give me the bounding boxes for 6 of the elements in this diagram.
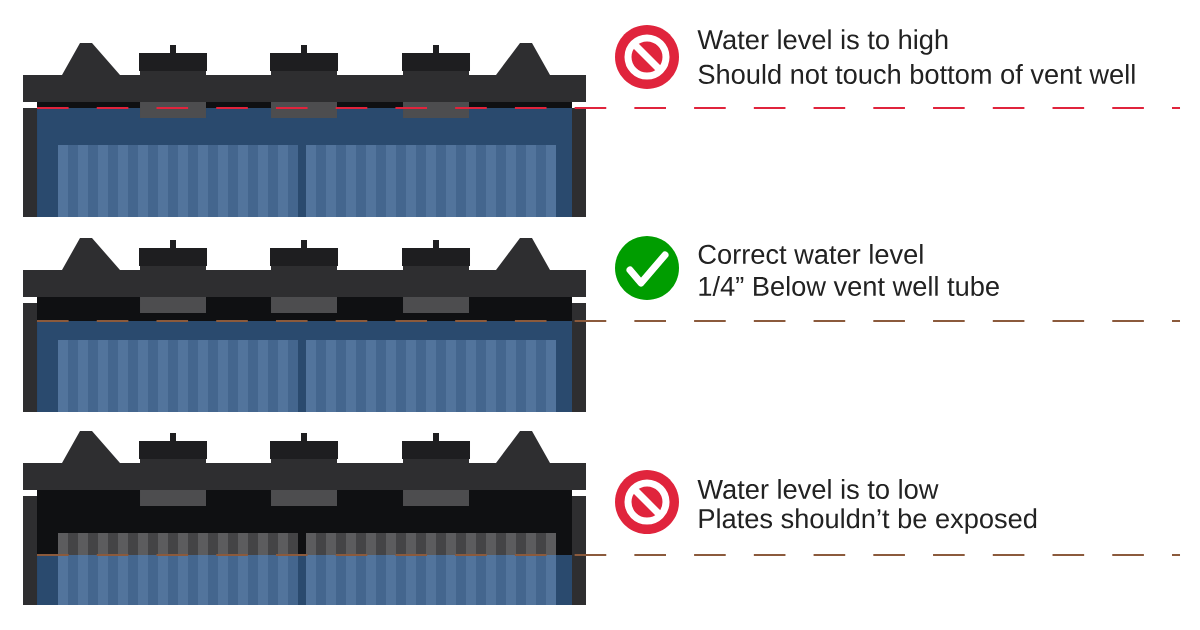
caption-text: Plates shouldn’t be exposed <box>699 508 1037 534</box>
caption-text: Should not touch bottom of vent well <box>698 64 1135 84</box>
caption-text: 1/4” Below vent well tube <box>699 276 999 296</box>
caption-text: Correct water level <box>698 244 923 264</box>
caption-text: Water level is to high <box>697 29 948 55</box>
caption-text: Water level is to low <box>697 479 939 499</box>
